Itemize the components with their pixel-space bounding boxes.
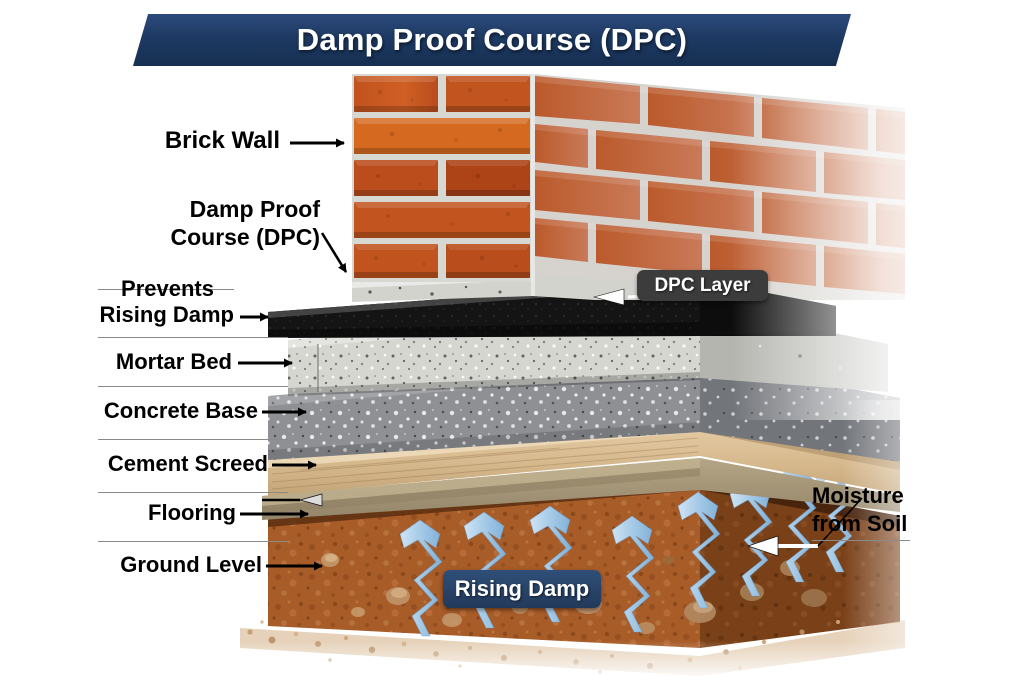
label-prevents-line1: Prevents	[121, 276, 214, 301]
leader-flooring-white	[262, 493, 323, 507]
page-title: Damp Proof Course (DPC)	[296, 22, 688, 57]
label-flooring: Flooring	[148, 500, 236, 525]
separator-concrete-base	[98, 386, 288, 387]
label-damp-proof-course-line2: Course (DPC)	[170, 224, 320, 250]
separator-flooring	[98, 492, 288, 493]
leader-dpc	[320, 232, 348, 273]
label-brick-wall: Brick Wall	[164, 127, 280, 154]
brick-wall-left-face	[352, 74, 533, 282]
separator-prevents	[98, 289, 234, 290]
label-mortar-bed: Mortar Bed	[115, 349, 232, 374]
label-damp-proof-course-line1: Damp Proof	[189, 196, 320, 222]
label-moisture-line1: Moisture	[812, 483, 904, 508]
separator-ground-level	[98, 541, 288, 542]
title-banner-shape	[133, 14, 851, 66]
separator-mortar-bed	[98, 337, 288, 338]
separator-moisture	[812, 540, 910, 541]
badge-dpc-layer[interactable]: DPC Layer	[637, 270, 768, 301]
label-concrete-base: Concrete Base	[103, 398, 258, 423]
leader-arrows	[238, 138, 348, 571]
separator-cement-screed	[98, 439, 288, 440]
leader-moisture-from-soil	[746, 497, 863, 557]
label-cement-screed: Cement Screed	[107, 451, 268, 476]
label-prevents-line2: Rising Damp	[99, 302, 234, 327]
badge-rising-damp[interactable]: Rising Damp	[443, 570, 601, 608]
label-ground-level: Ground Level	[120, 552, 262, 577]
label-moisture-line2: from Soil	[812, 511, 908, 536]
